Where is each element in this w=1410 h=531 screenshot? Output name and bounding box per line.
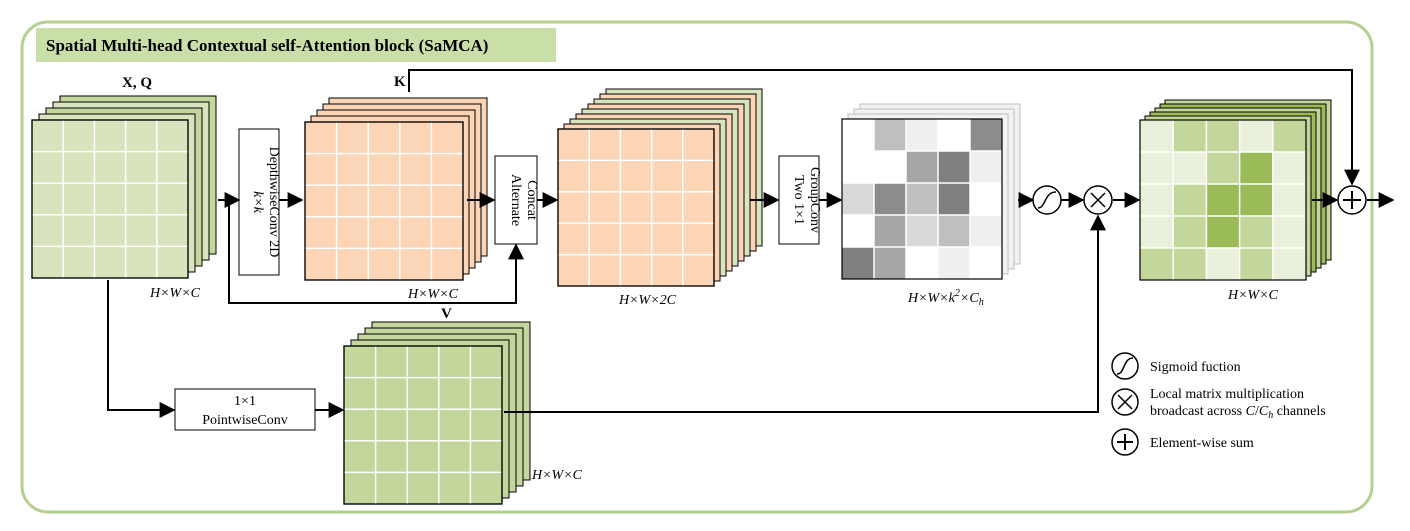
output-cell [1239, 184, 1273, 216]
svg-text:GroupConv: GroupConv [807, 167, 822, 233]
output-cell [1173, 216, 1207, 248]
legend: Sigmoid fuction Local matrix multiplicat… [1111, 352, 1326, 456]
sum-op [1337, 185, 1367, 215]
output-cell [1173, 152, 1207, 184]
concat-box: Alternate Concat [494, 155, 539, 245]
attention-cell [842, 247, 874, 279]
attention-cell [874, 215, 906, 247]
output-cell [1206, 248, 1240, 280]
output-cell [1173, 184, 1207, 216]
attention-cell [842, 151, 874, 183]
attention-cell [874, 247, 906, 279]
pointwise-box: 1×1 PointwiseConv [174, 388, 316, 431]
multiply-op [1083, 185, 1113, 215]
legend-plus-icon [1117, 434, 1133, 450]
title-box [36, 28, 556, 62]
legend-sum-label: Element-wise sum [1150, 436, 1254, 451]
attention-cell [906, 247, 938, 279]
attention-cell [970, 215, 1002, 247]
block-title: Spatial Multi-head Contextual self-Atten… [46, 36, 488, 55]
key-stack-k [304, 97, 488, 281]
dim-input: H×W×C [149, 286, 201, 301]
svg-text:Concat: Concat [524, 180, 539, 220]
label-v: V [441, 306, 452, 322]
svg-text:k×k: k×k [250, 191, 265, 214]
svg-text:Two 1×1: Two 1×1 [791, 175, 806, 225]
attention-cell [938, 247, 970, 279]
attention-map [841, 103, 1021, 280]
concat-stack-2c [557, 88, 763, 287]
attention-cell [970, 119, 1002, 151]
attention-cell [970, 151, 1002, 183]
output-cell [1239, 248, 1273, 280]
output-cell [1272, 120, 1306, 152]
sigmoid-op [1032, 185, 1062, 215]
output-cell [1239, 216, 1273, 248]
attention-cell [842, 119, 874, 151]
label-k: K [394, 74, 406, 90]
attention-cell [874, 151, 906, 183]
output-cell [1173, 120, 1207, 152]
attention-cell [970, 183, 1002, 215]
dim-output: H×W×C [1227, 288, 1279, 303]
attention-cell [938, 151, 970, 183]
connections [107, 69, 1395, 418]
output-stack [1139, 99, 1332, 281]
output-cell [1173, 248, 1207, 280]
output-cell [1206, 152, 1240, 184]
attention-cell [906, 183, 938, 215]
attention-cell [938, 215, 970, 247]
sigmoid-icon [1037, 191, 1057, 209]
svg-text:Alternate: Alternate [508, 174, 523, 226]
attention-cell [938, 119, 970, 151]
attention-cell [938, 183, 970, 215]
svg-text:1×1: 1×1 [234, 394, 256, 409]
multiply-icon [1090, 192, 1106, 208]
attention-cell [874, 183, 906, 215]
attention-cell [906, 215, 938, 247]
attention-cell [906, 119, 938, 151]
attention-cell [874, 119, 906, 151]
groupconv-box: Two 1×1 GroupConv [778, 155, 822, 245]
legend-multiply-label-1: Local matrix multiplication [1150, 387, 1304, 402]
output-cell [1206, 120, 1240, 152]
legend-multiply-label-2: broadcast across C/Ch channels [1150, 404, 1326, 421]
legend-sigmoid-icon [1116, 357, 1134, 375]
attention-cell [842, 183, 874, 215]
output-cell [1206, 216, 1240, 248]
output-cell [1206, 184, 1240, 216]
attention-cell [842, 215, 874, 247]
legend-sigmoid-label: Sigmoid fuction [1150, 360, 1241, 375]
value-stack-v [343, 321, 531, 505]
input-stack-xq [31, 95, 217, 279]
output-cell [1140, 216, 1174, 248]
svg-text:DepthwiseConv 2D: DepthwiseConv 2D [266, 147, 281, 258]
output-cell [1140, 152, 1174, 184]
output-cell [1272, 248, 1306, 280]
svg-text:PointwiseConv: PointwiseConv [202, 413, 288, 428]
legend-multiply-icon [1117, 394, 1133, 410]
dim-k: H×W×C [407, 287, 459, 302]
dwconv-box: k×k DepthwiseConv 2D [238, 128, 281, 276]
output-cell [1272, 184, 1306, 216]
output-cell [1239, 120, 1273, 152]
attention-cell [906, 151, 938, 183]
output-cell [1140, 184, 1174, 216]
output-cell [1239, 152, 1273, 184]
dim-v: H×W×C [531, 468, 583, 483]
output-cell [1140, 120, 1174, 152]
dim-concat: H×W×2C [618, 293, 677, 308]
plus-icon [1343, 191, 1361, 209]
output-cell [1272, 216, 1306, 248]
output-cell [1272, 152, 1306, 184]
label-xq: X, Q [122, 75, 152, 91]
output-cell [1140, 248, 1174, 280]
attention-cell [970, 247, 1002, 279]
dim-attention: H×W×k2×Ch [907, 288, 984, 308]
